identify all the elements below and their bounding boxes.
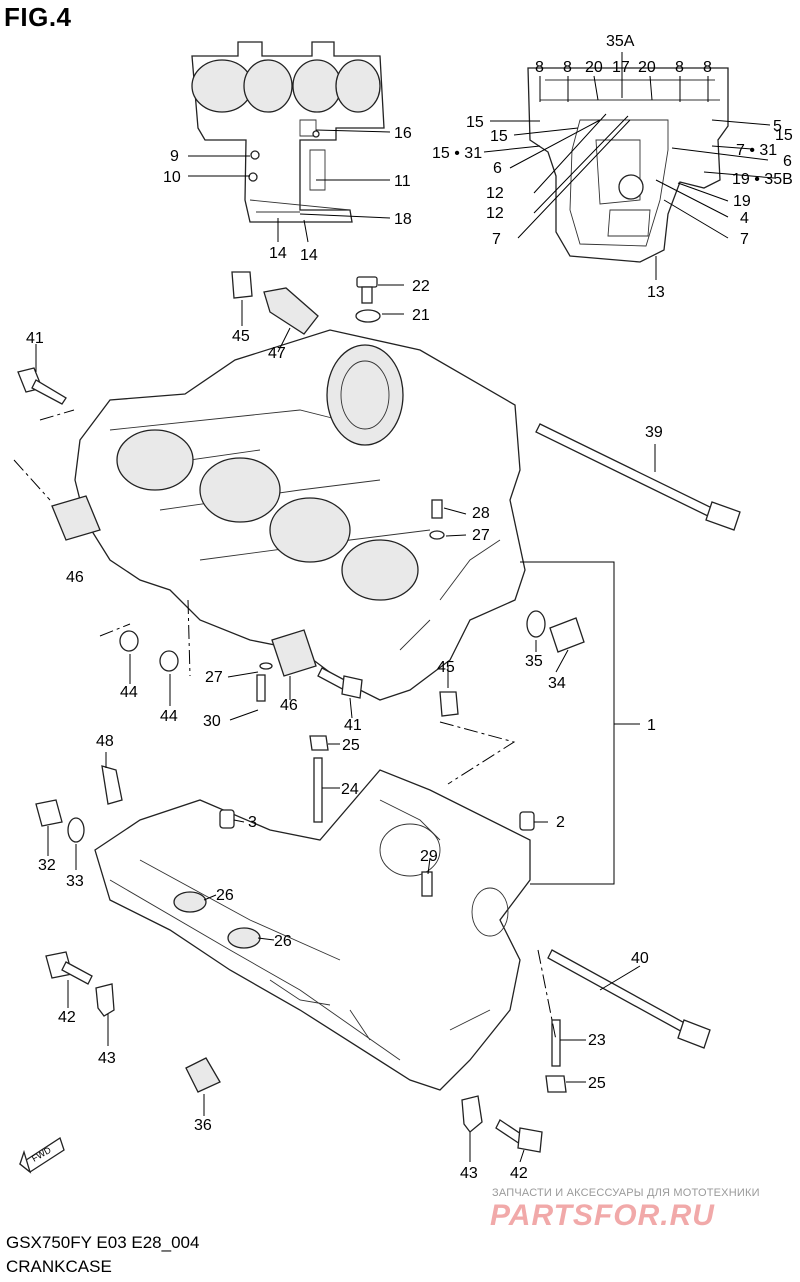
watermark-tagline: ЗАПЧАСТИ И АКСЕССУАРЫ ДЛЯ МОТОТЕХНИКИ — [492, 1187, 760, 1199]
callout-33: 33 — [66, 873, 84, 890]
callout-8: 8 — [675, 59, 684, 76]
alignment-lines — [13, 409, 557, 1041]
callout-7-31: 7 • 31 — [736, 142, 777, 159]
callout-15-31: 15 • 31 — [432, 145, 482, 162]
callout-5: 5 — [773, 118, 782, 135]
callout-41: 41 — [26, 330, 44, 347]
callout-20: 20 — [638, 59, 656, 76]
callout-43: 43 — [460, 1165, 478, 1182]
callout-29: 29 — [420, 848, 438, 865]
callout-32: 32 — [38, 857, 56, 874]
callout-45: 45 — [232, 328, 250, 345]
callout-8: 8 — [563, 59, 572, 76]
callout-19-35b: 19 • 35B — [732, 171, 793, 188]
callout-17: 17 — [612, 59, 630, 76]
model-code: GSX750FY E03 E28_004 — [6, 1233, 200, 1252]
upper-crankcase — [74, 329, 526, 701]
callout-14: 14 — [269, 245, 287, 262]
lower-crankcase — [94, 769, 531, 1091]
callout-42: 42 — [510, 1165, 528, 1182]
callout-1: 1 — [647, 717, 656, 734]
callout-23: 23 — [588, 1032, 606, 1049]
callout-18: 18 — [394, 211, 412, 228]
diagram-name: CRANKCASE — [6, 1257, 112, 1276]
callout-11: 11 — [394, 173, 411, 190]
callout-8: 8 — [535, 59, 544, 76]
callout-10: 10 — [163, 169, 181, 186]
callout-16: 16 — [394, 125, 412, 142]
callout-9: 9 — [170, 148, 179, 165]
callout-43: 43 — [98, 1050, 116, 1067]
callout-15: 15 — [466, 114, 484, 131]
callout-28: 28 — [472, 505, 490, 522]
callout-26: 26 — [216, 887, 234, 904]
callout-4: 4 — [740, 210, 749, 227]
callout-13: 13 — [647, 284, 665, 301]
callout-46: 46 — [280, 697, 298, 714]
callout-26: 26 — [274, 933, 292, 950]
callout-7: 7 — [492, 231, 501, 248]
forward-direction-arrow: FWD — [18, 1136, 65, 1174]
callout-44: 44 — [120, 684, 138, 701]
callout-27: 27 — [205, 669, 223, 686]
callout-6: 6 — [493, 160, 502, 177]
gasket-detail-view — [191, 41, 385, 223]
callout-14: 14 — [300, 247, 318, 264]
callout-30: 30 — [203, 713, 221, 730]
callout-47: 47 — [268, 345, 286, 362]
callout-3: 3 — [248, 814, 257, 831]
callout-15: 15 — [490, 128, 508, 145]
callout-34: 34 — [548, 675, 566, 692]
callout-35a: 35A — [606, 33, 635, 50]
lower-case-detail-view — [527, 67, 729, 263]
callout-42: 42 — [58, 1009, 76, 1026]
callout-12: 12 — [486, 205, 504, 222]
figure-title: FIG.4 — [4, 2, 72, 32]
callout-36: 36 — [194, 1117, 212, 1134]
callout-20: 20 — [585, 59, 603, 76]
callout-41: 41 — [344, 717, 362, 734]
callout-2: 2 — [556, 814, 565, 831]
callout-21: 21 — [412, 307, 430, 324]
callout-25: 25 — [588, 1075, 606, 1092]
callout-25: 25 — [342, 737, 360, 754]
callout-44: 44 — [160, 708, 178, 725]
callout-46: 46 — [66, 569, 84, 586]
callout-48: 48 — [96, 733, 114, 750]
callout-24: 24 — [341, 781, 359, 798]
leader-lines — [35, 52, 775, 1163]
callout-27: 27 — [472, 527, 490, 544]
small-parts — [17, 271, 741, 1153]
callout-35: 35 — [525, 653, 543, 670]
callout-19: 19 — [733, 193, 751, 210]
callout-8: 8 — [703, 59, 712, 76]
callout-15: 15 — [775, 127, 793, 144]
callout-12: 12 — [486, 185, 504, 202]
callout-22: 22 — [412, 278, 430, 295]
callout-7: 7 — [740, 231, 749, 248]
assembly-bracket-1 — [520, 561, 640, 885]
callout-39: 39 — [645, 424, 663, 441]
callout-labels: 35A 8 8 8 8 20 17 20 15 15 15 • 31 5 15 … — [26, 33, 793, 1182]
callout-6: 6 — [783, 153, 792, 170]
watermark-logo: PARTSFOR.RU — [490, 1199, 715, 1232]
callout-40: 40 — [631, 950, 649, 967]
callout-45: 45 — [437, 659, 455, 676]
